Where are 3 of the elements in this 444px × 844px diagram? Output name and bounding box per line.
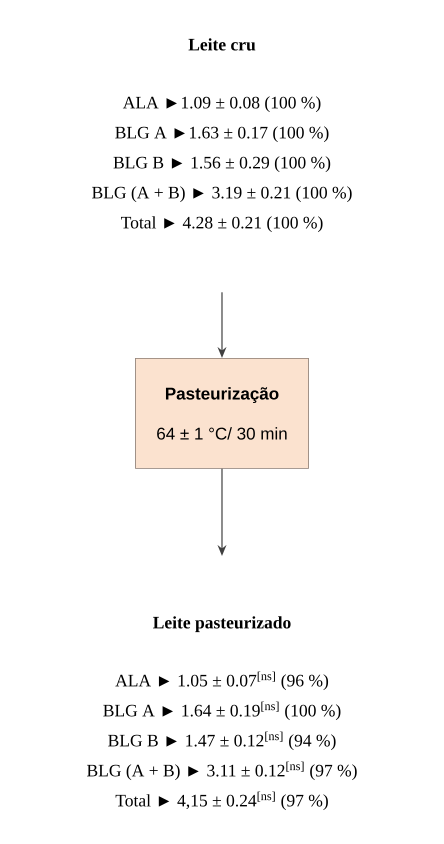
- result-list: Leite pasteurizado ALA ► 1.05 ± 0.07$^{[ns]}$ (96 %) BLG A ► 1.64 ± 0.19$^{[ns]}$ (100 %) BLG B ► 1.47 ± 0.12$^{[ns]}$ (94 %) BLG (A + B) ► 3.11 ± 0.12$^{[ns]}$ (97 %) Total ► 4,15 ± 0.24$^{[ns]}$ (97 %): [87, 616, 357, 810]
- result-list: Leite cru ALA ►1.09 ± 0.08 (100 %) BLG A ►1.63 ± 0.17 (100 %) BLG B ► 1.56 ± 0.29 (100 %) BLG (A + B) ► 3.19 ± 0.21 (100 %) Total ► 4.28 ± 0.21 (100 %): [92, 38, 352, 232]
- process-box: Pasteurização 64 ± 1 °C/ 30 min: [135, 358, 309, 469]
